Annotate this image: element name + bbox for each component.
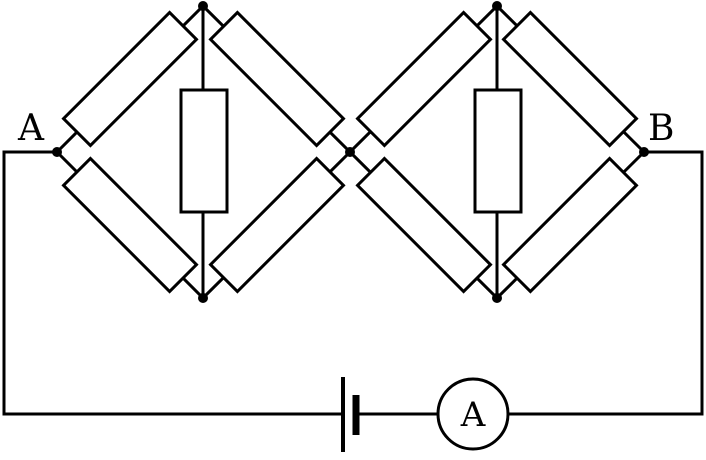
resistor-right-bottom-left: [355, 156, 493, 294]
node-left-bottom-dot: [198, 293, 208, 303]
resistor-left-bottom-right: [208, 156, 346, 294]
node-b-dot: [639, 147, 649, 157]
resistor-left-bottom-left: [61, 156, 199, 294]
left-bridge: [54, 3, 353, 301]
resistor-right-top-right: [501, 10, 639, 148]
resistor-left-top-left: [61, 10, 199, 148]
outer-loop: A: [2, 150, 704, 452]
ammeter-circle: [436, 377, 510, 451]
node-right-bottom-dot: [492, 293, 502, 303]
resistor-right-top-left: [355, 10, 493, 148]
node-right-top-dot: [492, 1, 502, 11]
wire-outer-left: [2, 150, 345, 416]
junction-nodes: [52, 1, 649, 303]
node-b-label: B: [648, 108, 674, 149]
node-a-dot: [52, 147, 62, 157]
right-bridge: [347, 3, 647, 301]
node-middle-dot: [345, 147, 355, 157]
node-a-label: A: [17, 108, 45, 149]
resistor-right-bottom-right: [501, 156, 639, 294]
resistor-left-center: [179, 88, 229, 214]
resistor-right-center: [473, 88, 523, 214]
node-left-top-dot: [198, 1, 208, 11]
battery: [341, 377, 360, 452]
resistor-left-top-right: [208, 10, 346, 148]
ammeter: A: [436, 377, 510, 451]
wire-outer-right: [506, 150, 704, 416]
ammeter-label: A: [460, 395, 486, 435]
